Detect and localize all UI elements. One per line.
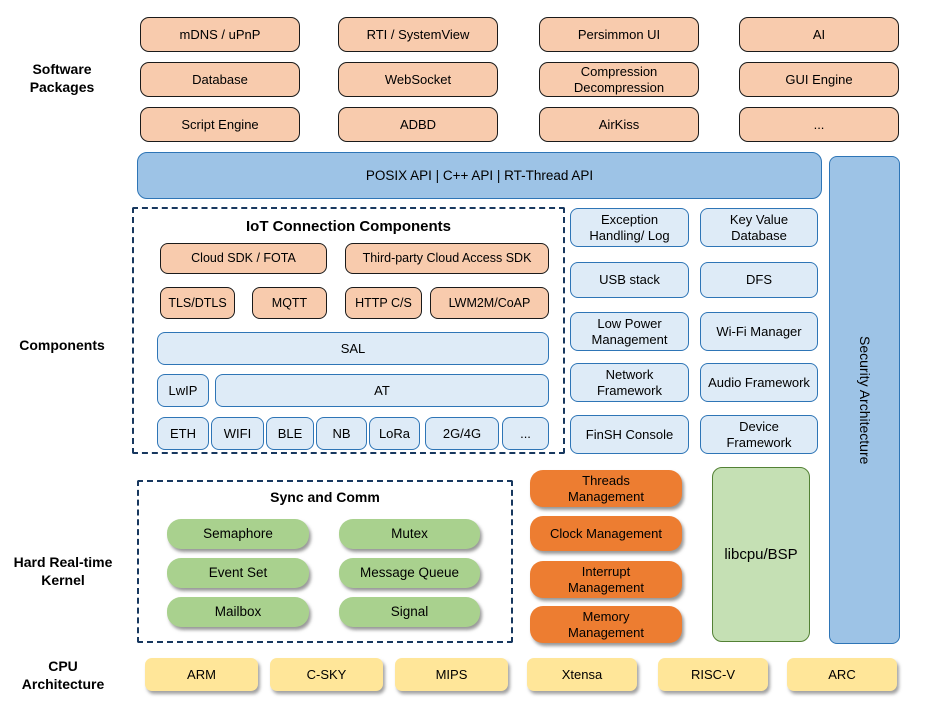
iot-connection-components-group: IoT Connection Components Cloud SDK / FO… bbox=[132, 207, 565, 454]
package-compression-decompression: Compression Decompression bbox=[539, 62, 699, 97]
package-ai: AI bbox=[739, 17, 899, 52]
kernel-semaphore: Semaphore bbox=[167, 519, 309, 549]
kernel-interrupt-management: Interrupt Management bbox=[530, 561, 682, 598]
component-exception-handling-log: Exception Handling/ Log bbox=[570, 208, 689, 247]
iot-netif-lora: LoRa bbox=[369, 417, 420, 450]
iot-http-cs: HTTP C/S bbox=[345, 287, 422, 319]
cpu-mips: MIPS bbox=[395, 658, 508, 691]
section-label-components: Components bbox=[19, 337, 105, 353]
sync-and-comm-group: Sync and Comm Semaphore Mutex Event Set … bbox=[137, 480, 513, 643]
iot-mqtt: MQTT bbox=[252, 287, 327, 319]
component-network-framework: Network Framework bbox=[570, 363, 689, 402]
section-label-cpu: CPU Architecture bbox=[21, 658, 105, 693]
package-persimmon-ui: Persimmon UI bbox=[539, 17, 699, 52]
kernel-clock-management: Clock Management bbox=[530, 516, 682, 551]
section-label-kernel: Hard Real-time Kernel bbox=[13, 554, 113, 589]
kernel-event-set: Event Set bbox=[167, 558, 309, 588]
security-architecture-label: Security Architecture bbox=[856, 335, 873, 465]
kernel-mailbox: Mailbox bbox=[167, 597, 309, 627]
package-websocket: WebSocket bbox=[338, 62, 498, 97]
iot-netif-ble: BLE bbox=[266, 417, 314, 450]
package-database: Database bbox=[140, 62, 300, 97]
cpu-arm: ARM bbox=[145, 658, 258, 691]
kernel-threads-management: Threads Management bbox=[530, 470, 682, 507]
cpu-arc: ARC bbox=[787, 658, 897, 691]
component-low-power-management: Low Power Management bbox=[570, 312, 689, 351]
iot-netif-eth: ETH bbox=[157, 417, 209, 450]
component-device-framework: Device Framework bbox=[700, 415, 818, 454]
component-key-value-database: Key Value Database bbox=[700, 208, 818, 247]
iot-tls-dtls: TLS/DTLS bbox=[160, 287, 235, 319]
iot-netif-2g4g: 2G/4G bbox=[425, 417, 499, 450]
iot-lwm2m-coap: LWM2M/CoAP bbox=[430, 287, 549, 319]
component-dfs: DFS bbox=[700, 262, 818, 298]
cpu-risc-v: RISC-V bbox=[658, 658, 768, 691]
kernel-memory-management: Memory Management bbox=[530, 606, 682, 643]
component-finsh-console: FinSH Console bbox=[570, 415, 689, 454]
security-architecture-bar: Security Architecture bbox=[829, 156, 900, 644]
iot-netif-more: ... bbox=[502, 417, 549, 450]
kernel-mutex: Mutex bbox=[339, 519, 480, 549]
component-usb-stack: USB stack bbox=[570, 262, 689, 298]
api-layer-bar: POSIX API | C++ API | RT-Thread API bbox=[137, 152, 822, 199]
iot-cloud-sdk-fota: Cloud SDK / FOTA bbox=[160, 243, 327, 274]
package-script-engine: Script Engine bbox=[140, 107, 300, 142]
package-gui-engine: GUI Engine bbox=[739, 62, 899, 97]
iot-at-layer: AT bbox=[215, 374, 549, 407]
package-mdns-upnp: mDNS / uPnP bbox=[140, 17, 300, 52]
component-wifi-manager: Wi-Fi Manager bbox=[700, 312, 818, 351]
iot-lwip: LwIP bbox=[157, 374, 209, 407]
iot-third-party-cloud-sdk: Third-party Cloud Access SDK bbox=[345, 243, 549, 274]
package-rti-systemview: RTI / SystemView bbox=[338, 17, 498, 52]
cpu-xtensa: Xtensa bbox=[527, 658, 637, 691]
kernel-signal: Signal bbox=[339, 597, 480, 627]
iot-group-title: IoT Connection Components bbox=[246, 218, 451, 235]
kernel-message-queue: Message Queue bbox=[339, 558, 480, 588]
iot-netif-wifi: WIFI bbox=[211, 417, 264, 450]
sync-group-title: Sync and Comm bbox=[270, 489, 380, 505]
iot-netif-nb: NB bbox=[316, 417, 367, 450]
cpu-c-sky: C-SKY bbox=[270, 658, 383, 691]
package-airkiss: AirKiss bbox=[539, 107, 699, 142]
package-adbd: ADBD bbox=[338, 107, 498, 142]
section-label-software-packages: Software Packages bbox=[29, 61, 95, 96]
iot-sal-layer: SAL bbox=[157, 332, 549, 365]
kernel-libcpu-bsp: libcpu/BSP bbox=[712, 467, 810, 642]
package-more: ... bbox=[739, 107, 899, 142]
component-audio-framework: Audio Framework bbox=[700, 363, 818, 402]
